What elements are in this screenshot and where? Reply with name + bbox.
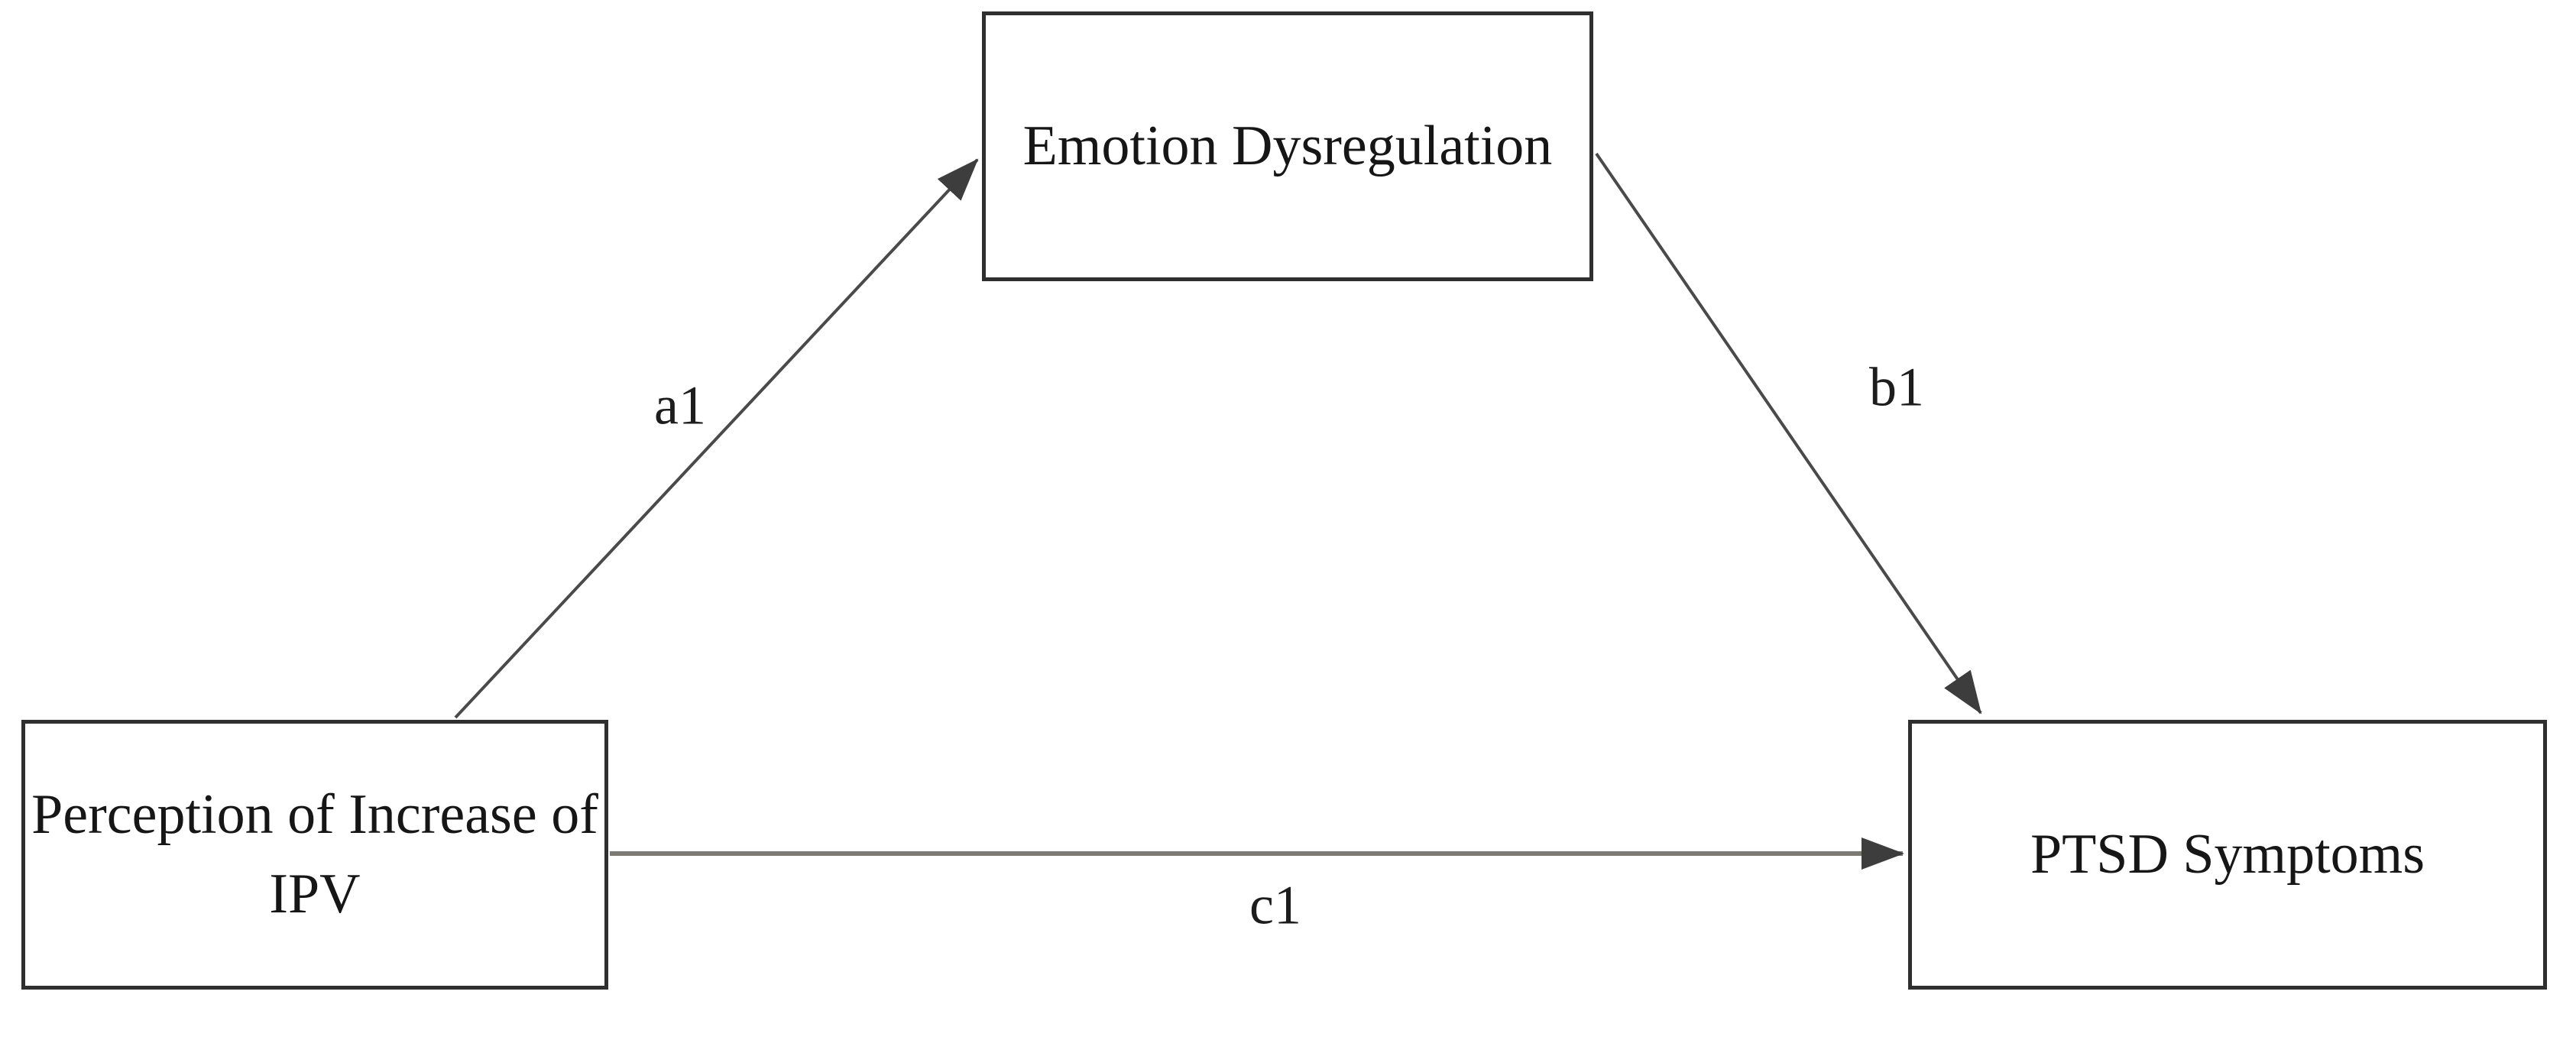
- path-label-c1: c1: [1249, 874, 1301, 936]
- node-emotion-dysregulation: Emotion Dysregulation: [982, 11, 1593, 281]
- path-b1-arrow: [1595, 152, 1982, 714]
- node-perception-of-increase-of-ipv-label: Perception of Increase of IPV: [31, 782, 598, 925]
- node-perception-of-increase-of-ipv: Perception of Increase of IPV: [21, 720, 608, 990]
- node-emotion-dysregulation-label: Emotion Dysregulation: [1022, 114, 1553, 177]
- node-ptsd-symptoms-label: PTSD Symptoms: [2030, 822, 2425, 886]
- path-label-b1: b1: [1869, 356, 1924, 418]
- node-ptsd-symptoms: PTSD Symptoms: [1908, 720, 2547, 990]
- path-a1-arrow: [454, 158, 979, 719]
- path-label-a1: a1: [654, 374, 706, 436]
